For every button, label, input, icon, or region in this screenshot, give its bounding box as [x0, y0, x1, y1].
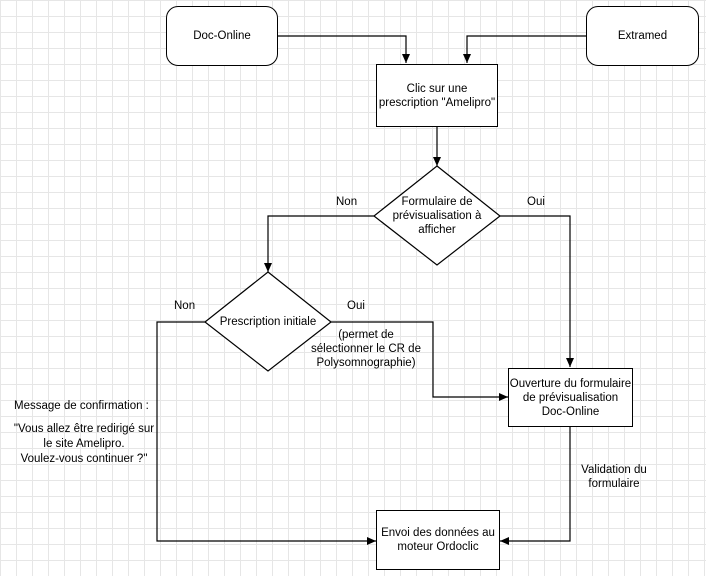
doc-online-node: Doc-Online: [166, 6, 278, 66]
extramed-label: Extramed: [617, 30, 668, 42]
prescription-decision-diamond: [204, 271, 332, 372]
connector-doc-online-to-clic: [278, 35, 410, 63]
message-confirmation-body: "Vous allez être redirigé sur le site Am…: [13, 423, 155, 465]
note-polysomnographie: (permet de sélectionner le CR de Polysom…: [311, 329, 421, 369]
connector-formulaire-oui: [500, 215, 574, 367]
envoi-donnees-label: Envoi des données au moteur Ordoclic: [381, 527, 495, 553]
connector-formulaire-non: [264, 215, 374, 272]
connector-prescription-oui: [331, 321, 508, 401]
label-validation: Validation du formulaire: [581, 464, 647, 490]
message-confirmation-title: Message de confirmation :: [14, 400, 149, 412]
label-non-prescription: Non: [174, 300, 196, 312]
doc-online-label: Doc-Online: [193, 30, 251, 42]
connector-prescription-non: [156, 321, 376, 545]
label-oui-prescription: Oui: [347, 300, 365, 312]
extramed-node: Extramed: [586, 6, 699, 66]
connector-validation: [500, 427, 571, 545]
clic-prescription-label: Clic sur une prescription "Amelipro": [378, 82, 496, 109]
label-oui-formulaire: Oui: [527, 196, 545, 208]
prescription-decision-text: Prescription initiale: [219, 316, 317, 328]
ouverture-formulaire-label: Ouverture du formulaire de prévisualisat…: [509, 377, 632, 418]
envoi-donnees-node: Envoi des données au moteur Ordoclic: [376, 510, 500, 570]
formulaire-decision-diamond: [373, 165, 501, 266]
ouverture-formulaire-node: Ouverture du formulaire de prévisualisat…: [508, 368, 633, 427]
connector-extramed-to-clic: [463, 35, 586, 63]
clic-prescription-node: Clic sur une prescription "Amelipro": [376, 64, 498, 127]
label-non-formulaire: Non: [336, 196, 358, 208]
formulaire-decision-text: Formulaire de prévisualisation à affiche…: [392, 196, 482, 236]
